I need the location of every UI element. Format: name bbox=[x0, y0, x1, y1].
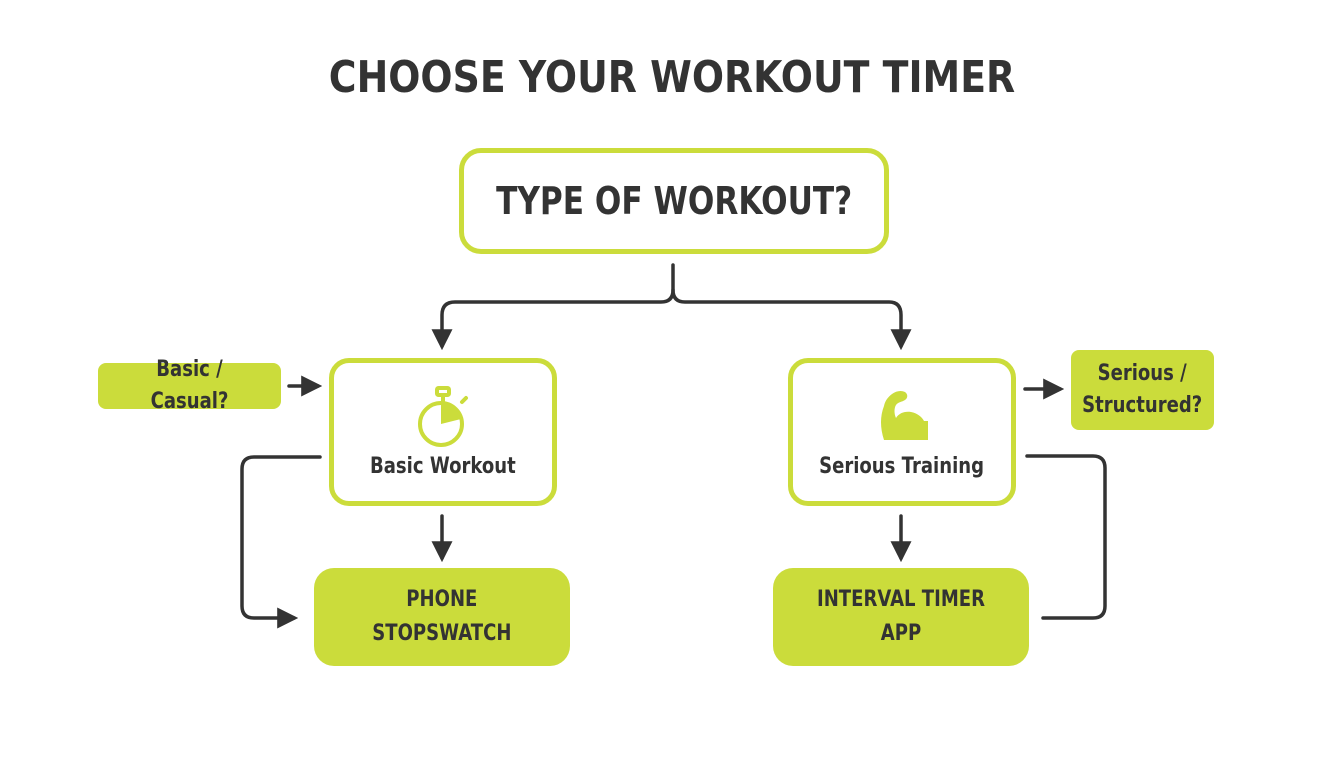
interval-timer-app-result: INTERVAL TIMER APP bbox=[773, 568, 1029, 666]
stopwatch-icon bbox=[418, 385, 468, 447]
serious-structured-line1: Serious / bbox=[1097, 361, 1188, 386]
serious-training-label: Serious Training bbox=[819, 453, 985, 479]
serious-structured-label: Serious / Structured? bbox=[1082, 358, 1202, 422]
workout-type-question: TYPE OF WORKOUT? bbox=[459, 148, 889, 254]
split-connector-right bbox=[671, 288, 912, 351]
phone-stopwatch-line2: STOPSWATCH bbox=[372, 621, 512, 646]
question-label: TYPE OF WORKOUT? bbox=[495, 179, 853, 223]
basic-workout-label: Basic Workout bbox=[370, 453, 516, 479]
phone-stopwatch-line1: PHONE bbox=[406, 587, 478, 612]
basic-casual-tag: Basic / Casual? bbox=[98, 357, 281, 414]
serious-loop-line bbox=[1025, 454, 1107, 620]
basic-workout-node: Basic Workout bbox=[329, 358, 557, 506]
serious-training-node: Serious Training bbox=[788, 358, 1016, 506]
phone-stopwatch-result: PHONE STOPSWATCH bbox=[314, 568, 570, 666]
serious-structured-line2: Structured? bbox=[1082, 393, 1203, 418]
interval-timer-app-label: INTERVAL TIMER APP bbox=[817, 587, 985, 646]
serious-structured-tag: Serious / Structured? bbox=[1071, 350, 1214, 430]
flexed-bicep-icon bbox=[881, 390, 928, 440]
phone-stopwatch-label: PHONE STOPSWATCH bbox=[372, 583, 511, 651]
split-connector bbox=[431, 263, 675, 351]
basic-casual-label: Basic / Casual? bbox=[150, 357, 229, 414]
page-title: CHOOSE YOUR WORKOUT TIMER bbox=[328, 52, 1016, 103]
basic-loop-arrow bbox=[240, 455, 322, 629]
